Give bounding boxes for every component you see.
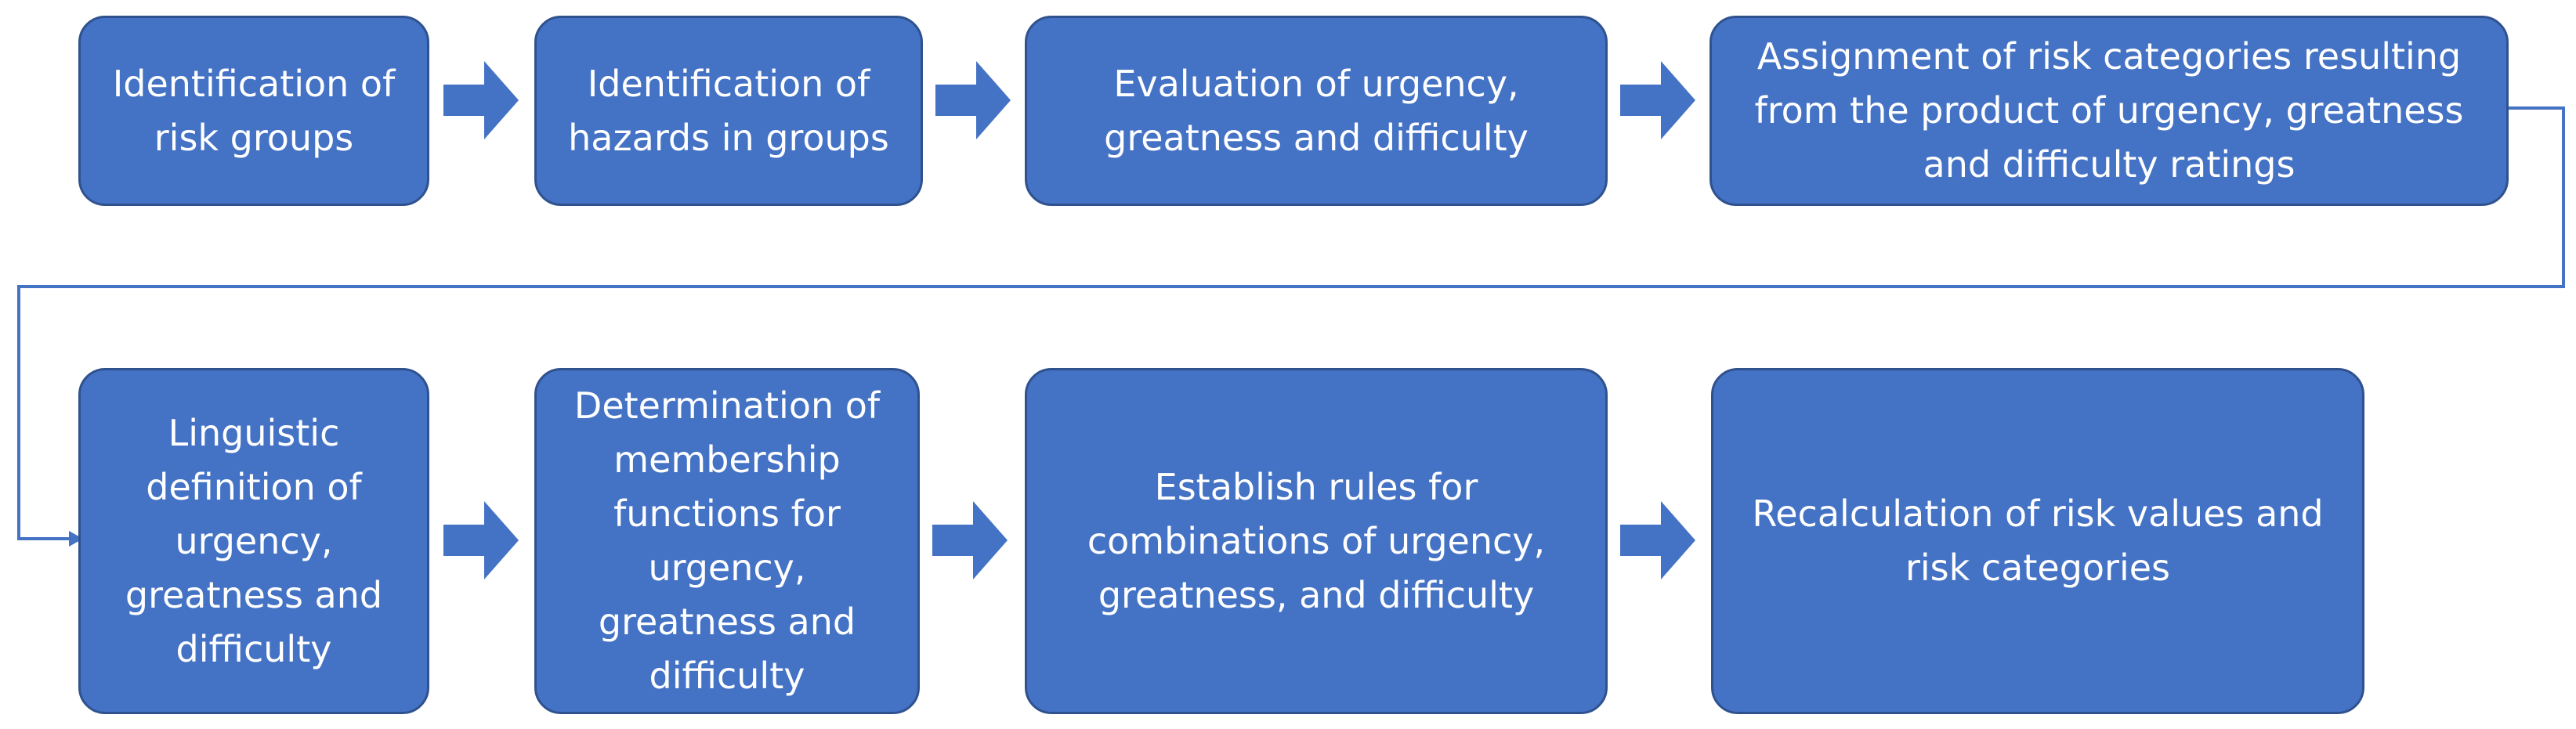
right-arrow-icon [443,501,519,579]
right-arrow-icon [932,501,1008,579]
step-label: Identification of hazards in groups [568,62,889,159]
step-label: Determination of membership functions fo… [573,384,881,697]
step-determination-of-membership-functions: Determination of membership functions fo… [534,368,920,714]
step-identification-of-risk-groups: Identification of risk groups [78,16,429,206]
step-identification-of-hazards: Identification of hazards in groups [534,16,923,206]
step-assignment-of-risk-categories: Assignment of risk categories resulting … [1709,16,2509,206]
step-label: Evaluation of urgency, greatness and dif… [1104,62,1529,159]
step-linguistic-definition: Linguistic definition of urgency, greatn… [78,368,429,714]
right-arrow-icon [443,61,519,139]
step-label: Identification of risk groups [112,62,396,159]
step-recalculation-of-risk-values: Recalculation of risk values and risk ca… [1711,368,2364,714]
step-label: Assignment of risk categories resulting … [1754,35,2464,186]
right-arrow-icon [1620,501,1695,579]
right-arrow-icon [935,61,1011,139]
step-evaluation-of-urgency: Evaluation of urgency, greatness and dif… [1025,16,1608,206]
right-arrow-icon [1620,61,1695,139]
step-label: Recalculation of risk values and risk ca… [1752,493,2324,589]
step-establish-rules: Establish rules for combinations of urge… [1025,368,1608,714]
step-label: Linguistic definition of urgency, greatn… [125,411,383,670]
step-label: Establish rules for combinations of urge… [1087,465,1546,616]
